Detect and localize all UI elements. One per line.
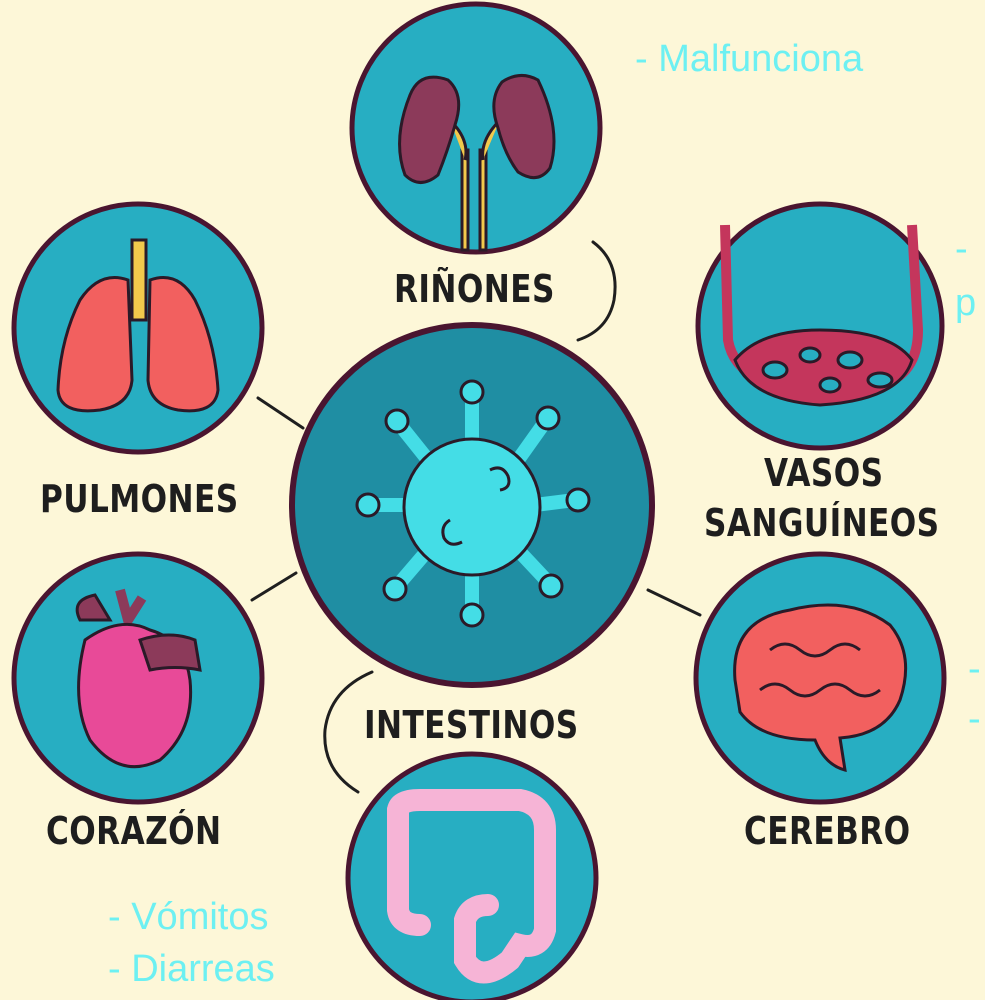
- connector-corazon: [252, 573, 296, 600]
- note-rinones: - Malfunciona: [635, 40, 863, 78]
- connector-rinones: [578, 242, 615, 340]
- label-vasos-line2: SANGUÍNEOS: [704, 504, 940, 542]
- label-vasos-line1: VASOS: [764, 454, 884, 492]
- note-cerebro-line1: -: [968, 650, 981, 688]
- label-cerebro: CEREBRO: [744, 812, 911, 850]
- note-vasos-line2: p: [955, 284, 976, 322]
- organ-circle-pulmones: [14, 204, 262, 452]
- connector-cerebro: [648, 590, 700, 615]
- label-rinones: RIÑONES: [394, 270, 555, 308]
- virus-icon: [357, 381, 589, 626]
- center-circle: [292, 325, 652, 685]
- organ-circle-rinones: [352, 4, 600, 252]
- organ-circle-corazon: [14, 554, 262, 802]
- note-vasos-line1: -: [955, 230, 968, 268]
- organ-circle-intestinos: [348, 754, 596, 1000]
- organ-circle-cerebro: [696, 554, 944, 802]
- note-cerebro-line2: -: [968, 700, 981, 738]
- organ-circle-vasos: [698, 204, 942, 448]
- label-pulmones: PULMONES: [40, 480, 239, 518]
- label-intestinos: INTESTINOS: [364, 706, 579, 744]
- label-corazon: CORAZÓN: [46, 812, 222, 850]
- connector-pulmones: [258, 398, 303, 428]
- note-intestinos-line2: - Diarreas: [108, 950, 275, 988]
- note-intestinos-line1: - Vómitos: [108, 898, 268, 936]
